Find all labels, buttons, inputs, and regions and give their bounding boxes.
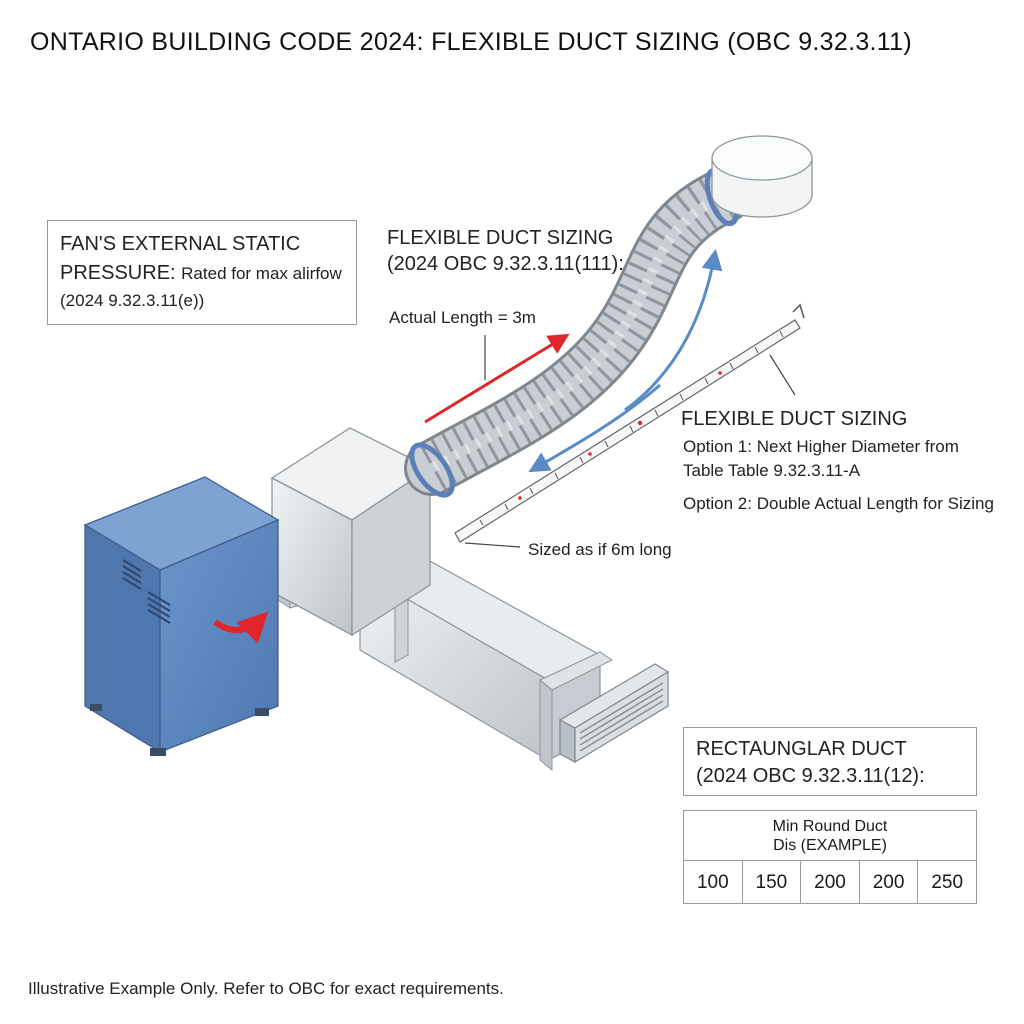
- option1-line1: Option 1: Next Higher Diameter from: [683, 437, 959, 456]
- option1-line2: Table Table 9.32.3.11-A: [683, 461, 861, 480]
- duct-table-cell: 100: [684, 861, 743, 904]
- sized-as-leader: [464, 542, 521, 548]
- rect-callout-line1: RECTAUNGLAR DUCT: [696, 738, 907, 760]
- doubled-length-arrow-down: [528, 383, 661, 473]
- flexible-duct: [404, 167, 753, 498]
- flex-sizing-top-heading: FLEXIBLE DUCT SIZING: [387, 227, 614, 249]
- tape-leader: [769, 354, 796, 396]
- rect-callout-line2: (2024 OBC 9.32.3.11(12):: [696, 765, 925, 787]
- fan-callout-line2: PRESSURE: Rated for max alirfow: [60, 262, 342, 285]
- doubled-length-arrow-up: [624, 248, 723, 412]
- actual-length-arrow: [424, 333, 570, 424]
- duct-table-cell: 200: [801, 861, 860, 904]
- option2-line: Option 2: Double Actual Length for Sizin…: [683, 494, 994, 513]
- duct-table-header-line1: Min Round Duct: [772, 818, 888, 835]
- airflow-arrow-icon: [213, 611, 269, 644]
- page-title: ONTARIO BUILDING CODE 2024: FLEXIBLE DUC…: [30, 28, 912, 56]
- min-round-duct-table: Min Round Duct Dis (EXAMPLE) 100 150 200…: [683, 810, 977, 904]
- fan-callout-line2-bold: PRESSURE:: [60, 262, 176, 284]
- sized-as-label: Sized as if 6m long: [528, 540, 672, 559]
- fan-callout-line1: FAN'S EXTERNAL STATIC: [60, 233, 301, 255]
- actual-length-label: Actual Length = 3m: [389, 308, 536, 327]
- flex-sizing-top-ref: (2024 OBC 9.32.3.11(111):: [387, 253, 624, 275]
- fan-unit: [83, 476, 280, 756]
- duct-table-values: 100 150 200 200 250: [684, 861, 976, 904]
- duct-table-header-line2: Dis (EXAMPLE): [773, 837, 887, 854]
- measuring-tape: [454, 303, 805, 543]
- fan-static-pressure-callout: FAN'S EXTERNAL STATIC PRESSURE: Rated fo…: [47, 220, 357, 325]
- supply-grille: [558, 663, 670, 764]
- duct-table-cell: 200: [860, 861, 919, 904]
- duct-table-header: Min Round Duct Dis (EXAMPLE): [684, 811, 976, 861]
- round-fitting: [711, 135, 813, 218]
- fan-callout-line2-rest: Rated for max alirfow: [181, 264, 342, 283]
- rectangular-duct-callout: RECTAUNGLAR DUCT (2024 OBC 9.32.3.11(12)…: [683, 727, 977, 796]
- fan-callout-line3: (2024 9.32.3.11(e)): [60, 291, 205, 310]
- duct-table-cell: 150: [743, 861, 802, 904]
- duct-table-cell: 250: [931, 872, 964, 893]
- plenum-box: [270, 427, 432, 637]
- flex-sizing-right-heading: FLEXIBLE DUCT SIZING: [681, 408, 908, 430]
- disclaimer-footer: Illustrative Example Only. Refer to OBC …: [28, 979, 504, 998]
